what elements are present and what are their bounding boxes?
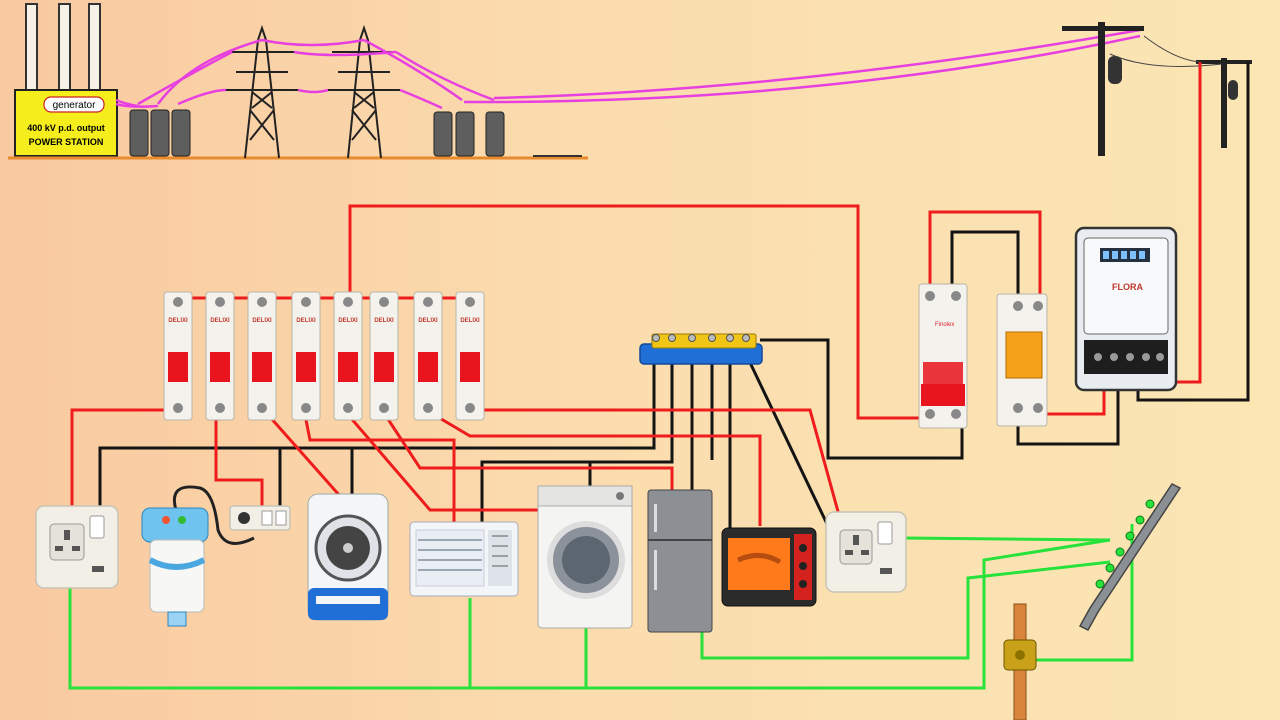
mcb-brand-label: DELIXI bbox=[210, 318, 230, 324]
mcb-brand-label: DELIXI bbox=[460, 318, 480, 324]
earth-wires bbox=[68, 524, 1134, 690]
main-switch-brand: Finolex bbox=[935, 322, 954, 328]
energy-meter: FLORA bbox=[1074, 226, 1178, 392]
washing-machine[interactable] bbox=[537, 485, 633, 629]
transformer bbox=[150, 109, 170, 157]
refrigerator[interactable] bbox=[647, 489, 713, 633]
socket-left[interactable] bbox=[35, 505, 119, 589]
chimney bbox=[58, 3, 71, 95]
neutral-bar bbox=[639, 333, 763, 365]
transformer bbox=[129, 109, 149, 157]
chimney bbox=[88, 3, 101, 95]
transmission-tower bbox=[328, 24, 400, 159]
output-label: 400 kV p.d. output bbox=[27, 123, 105, 133]
earth-rod bbox=[1003, 603, 1037, 720]
main-switch[interactable]: Finolex bbox=[918, 283, 968, 429]
mcb-brand-label: DELIXI bbox=[296, 318, 316, 324]
window-ac[interactable] bbox=[409, 521, 519, 597]
switch-board[interactable] bbox=[229, 505, 291, 531]
transmission-lines bbox=[115, 28, 1141, 110]
earth-bus-bar bbox=[1078, 483, 1182, 631]
transformer bbox=[455, 111, 475, 157]
transformer bbox=[433, 111, 453, 157]
oven-toaster[interactable] bbox=[721, 527, 817, 607]
meter-brand: FLORA bbox=[1112, 282, 1143, 292]
water-heater[interactable] bbox=[141, 485, 255, 627]
mcb-breaker[interactable]: DELIXI bbox=[413, 291, 443, 421]
step-up-transformers bbox=[129, 109, 191, 157]
mcb-brand-label: DELIXI bbox=[252, 318, 272, 324]
air-cooler[interactable] bbox=[307, 493, 389, 621]
mcb-breaker[interactable]: DELIXI bbox=[205, 291, 235, 421]
chimney bbox=[25, 3, 38, 95]
mcb-brand-label: DELIXI bbox=[374, 318, 394, 324]
transformer bbox=[171, 109, 191, 157]
station-label: POWER STATION bbox=[29, 137, 104, 147]
mcb-breaker[interactable]: DELIXI bbox=[163, 291, 193, 421]
generator-badge bbox=[43, 96, 105, 113]
mcb-brand-label: DELIXI bbox=[338, 318, 358, 324]
mcb-brand-label: DELIXI bbox=[168, 318, 188, 324]
utility-pole bbox=[1062, 22, 1252, 156]
mcb-breaker[interactable]: DELIXI bbox=[247, 291, 277, 421]
mcb-breaker[interactable]: DELIXI bbox=[369, 291, 399, 421]
mcb-breaker[interactable]: DELIXI bbox=[291, 291, 321, 421]
mcb-panel: DELIXI DELIXI DELIXI DELIXI DELIXI DELIXI DELI… bbox=[163, 291, 485, 421]
mcb-brand-label: DELIXI bbox=[418, 318, 438, 324]
transmission-tower bbox=[226, 24, 298, 159]
step-down-transformers bbox=[433, 111, 505, 157]
socket-right[interactable] bbox=[825, 511, 907, 593]
transformer bbox=[485, 111, 505, 157]
mcb-breaker[interactable]: DELIXI bbox=[333, 291, 363, 421]
isolator-switch[interactable] bbox=[996, 293, 1048, 427]
power-station: generator 400 kV p.d. output POWER STATI… bbox=[14, 3, 118, 157]
generator-label: generator bbox=[53, 100, 96, 111]
mcb-breaker[interactable]: DELIXI bbox=[455, 291, 485, 421]
